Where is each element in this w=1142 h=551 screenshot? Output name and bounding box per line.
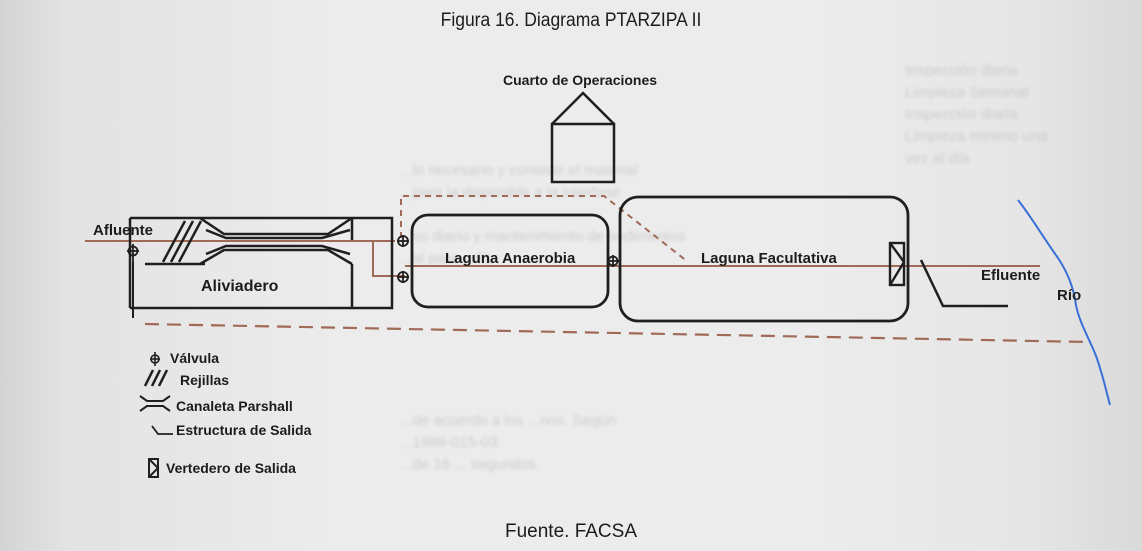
ground-dashed-line [144,322,1089,344]
figure-source: Fuente. FACSA [504,521,637,542]
bleed-through-text-bottom: ...de acuerdo a los ...nos. Según ...198… [400,412,616,473]
legend-weir-label: Vertedero de Salida [166,460,296,476]
channel-valves-icon [397,235,409,283]
overflow-dashed-pipe [400,195,689,263]
facultative-lagoon-shape [618,195,910,323]
legend-grates-label: Rejillas [180,372,230,388]
legend-parshall-label: Canaleta Parshall [176,398,293,414]
outlet-structure-shape [919,259,1008,308]
river-line [1017,199,1111,406]
bleed-through-text-right: Inspección diaria Limpieza Semanal Inspe… [905,62,1048,167]
bleed-through-text-mid: ...lo necesario y consistir el material … [400,162,686,267]
outlet-weir-icon [888,241,906,287]
legend-parshall-icon [139,395,171,412]
legend-outlet-structure-label: Estructura de Salida [176,422,312,438]
control-room-house-icon [550,91,616,184]
legend-valve-icon [150,352,160,366]
main-flow-pipe [85,240,1040,277]
legend-outlet-structure-icon [151,425,173,435]
facultative-lagoon-label: Laguna Facultativa [701,250,837,267]
inflow-valve-icon [127,244,139,262]
outflow-label: Efluente [981,267,1041,284]
overflow-channel [128,216,394,310]
parshall-flume [199,216,353,266]
inflow-label: Afluente [93,222,153,239]
grates [161,220,203,263]
legend-weir-icon [148,458,160,478]
control-room-label: Cuarto de Operaciones [503,72,658,88]
legend-grates-icon [143,369,169,387]
anaerobic-lagoon-label: Laguna Anaerobia [445,250,576,267]
figure-title: Figura 16. Diagrama PTARZIPA II [440,10,702,31]
lagoon-valve-icon [607,255,619,267]
legend-valve-label: Válvula [170,350,220,366]
overflow-label: Aliviadero [201,278,279,295]
river-label: Río [1057,287,1082,304]
